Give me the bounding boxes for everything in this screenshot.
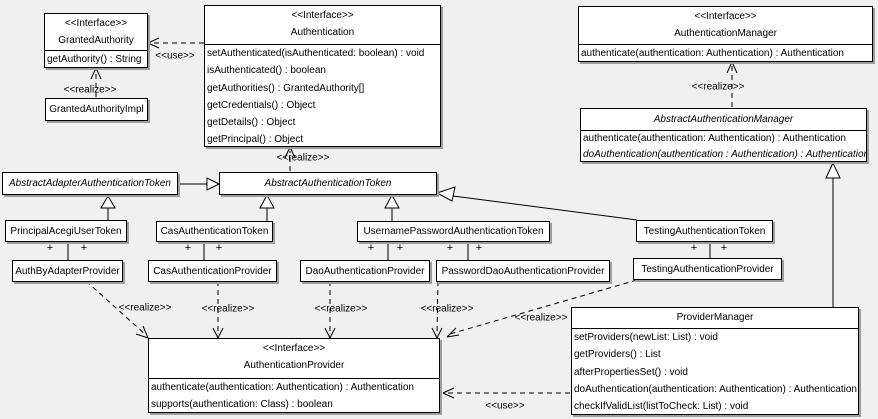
class-authentication-manager: <<Interface>> AuthenticationManager auth… [578, 6, 873, 62]
realize-arrow-testingauthenticationprovider [446, 279, 638, 338]
class-cas-authentication-provider: CasAuthenticationProvider [148, 260, 277, 282]
method: getCredentials() : Object [207, 99, 316, 111]
association-end-marker: + [46, 242, 54, 254]
stereotype-label: <<Interface>> [291, 10, 354, 21]
class-password-dao-authentication-provider: PasswordDaoAuthenticationProvider [436, 260, 610, 282]
association-end-marker: + [80, 242, 88, 254]
realize-arrow-casauthenticationprovider [212, 281, 224, 339]
method: getAuthority() : String [47, 54, 142, 65]
method: checkIfValidList(listToCheck: List) : vo… [574, 401, 749, 413]
realize-arrow-daoauthenticationprovider [324, 281, 336, 339]
method: isAuthenticated() : boolean [207, 65, 326, 77]
association-end-marker: + [446, 242, 454, 254]
realize-label: <<realize>> [314, 303, 368, 315]
class-name: AuthByAdapterProvider [15, 265, 120, 277]
generalization-providermanager [825, 161, 841, 307]
generalization-usernamepasswordtoken [384, 193, 400, 221]
class-name: AbstractAuthenticationToken [264, 178, 392, 189]
class-testing-authentication-provider: TestingAuthenticationProvider [633, 258, 782, 280]
method: getPrincipal() : Object [207, 134, 304, 146]
use-arrow-providermanager-to-authenticationprovider [442, 387, 570, 399]
realize-arrow-authbyadapterprovider [85, 280, 149, 339]
class-abstract-authentication-token: AbstractAuthenticationToken [219, 172, 437, 195]
method: getAuthorities() : GrantedAuthority[] [207, 82, 365, 94]
method: authenticate(authentication: Authenticat… [583, 133, 846, 144]
class-name: TestingAuthenticationToken [643, 225, 766, 237]
method: doAuthentication(authentication: Authent… [574, 383, 857, 395]
realize-label: <<realize>> [420, 303, 474, 315]
association-end-marker: + [720, 242, 728, 254]
class-name: CasAuthenticationToken [160, 226, 269, 237]
method: getDetails() : Object [207, 117, 296, 129]
stereotype-label: <<Interface>> [64, 18, 128, 29]
realize-arrow-passworddaoauthenticationprovider [431, 280, 443, 339]
generalization-testingauthenticationtoken [435, 186, 638, 221]
class-testing-authentication-token: TestingAuthenticationToken [636, 220, 773, 242]
class-name: DaoAuthenticationProvider [305, 265, 425, 277]
class-authentication-provider: <<Interface>> AuthenticationProvider aut… [148, 338, 440, 413]
realize-label: <<realize>> [691, 81, 745, 93]
class-provider-manager: ProviderManager setProviders(newList: Li… [571, 307, 859, 415]
realize-arrow-abstractauthenticationmanager [726, 61, 738, 107]
stereotype-label: <<Interface>> [694, 11, 757, 22]
association-end-marker: + [690, 242, 698, 254]
association-end-marker: + [475, 242, 483, 254]
stereotype-label: <<Interface>> [262, 343, 326, 354]
method: setAuthenticated(isAuthenticated: boolea… [207, 48, 425, 59]
class-abstract-adapter-authentication-token: AbstractAdapterAuthenticationToken [2, 172, 178, 195]
class-abstract-authentication-manager: AbstractAuthenticationManager authentica… [580, 108, 867, 162]
class-name: PasswordDaoAuthenticationProvider [441, 265, 605, 277]
class-username-password-authentication-token: UsernamePasswordAuthenticationToken [357, 221, 550, 242]
class-granted-authority: <<Interface>> GrantedAuthority getAuthor… [44, 13, 148, 68]
realize-arrow-abstractauthenticationtoken [284, 146, 296, 171]
method: getProviders() : List [574, 349, 661, 361]
use-label: <<use>> [485, 400, 525, 412]
class-principal-acegi-user-token: PrincipalAcegiUserToken [5, 220, 127, 242]
method: authenticate(authentication: Authenticat… [581, 48, 844, 59]
class-name: GrantedAuthorityImpl [49, 104, 144, 115]
class-name: CasAuthenticationProvider [153, 265, 272, 277]
class-name: Authentication [290, 27, 355, 38]
method-abstract: doAuthentication(authentication : Authen… [583, 149, 866, 160]
realize-label: <<realize>> [118, 302, 172, 314]
generalization-adapter-token [178, 177, 221, 191]
realize-label: <<realize>> [63, 84, 117, 96]
use-arrow-authentication-to-grantedauthority [147, 37, 204, 49]
class-authentication: <<Interface>> Authentication setAuthenti… [204, 5, 441, 147]
method: supports(authentication: Class) : boolea… [151, 399, 333, 410]
class-name: UsernamePasswordAuthenticationToken [363, 226, 544, 237]
use-label: <<use>> [155, 50, 195, 62]
generalization-principalacegiusertoken [100, 195, 116, 220]
association-end-marker: + [367, 242, 375, 254]
class-granted-authority-impl: GrantedAuthorityImpl [45, 98, 148, 121]
class-name: GrantedAuthority [58, 35, 134, 46]
class-name: ProviderManager [676, 312, 754, 323]
class-name: AuthenticationManager [674, 28, 777, 39]
class-name: TestingAuthenticationProvider [641, 263, 774, 275]
association-end-marker: + [396, 242, 404, 254]
realize-label: <<realize>> [201, 303, 255, 315]
class-name: PrincipalAcegiUserToken [10, 225, 122, 237]
association-end-marker: + [184, 242, 192, 254]
realize-label: <<realize>> [276, 152, 330, 164]
class-name: AbstractAuthenticationManager [653, 114, 794, 125]
generalization-casauthenticationtoken [259, 193, 275, 221]
method: setProviders(newList: List) : void [574, 332, 718, 343]
method: afterPropertiesSet() : void [574, 366, 688, 378]
realize-label: <<realize>> [514, 312, 568, 324]
realize-arrow-grantedauthorityimpl [90, 67, 102, 97]
class-cas-authentication-token: CasAuthenticationToken [156, 221, 273, 242]
class-name: AuthenticationProvider [243, 360, 345, 371]
class-name: AbstractAdapterAuthenticationToken [9, 178, 171, 189]
association-end-marker: + [215, 242, 223, 254]
method: authenticate(authentication: Authenticat… [151, 382, 414, 393]
class-auth-by-adapter-provider: AuthByAdapterProvider [12, 260, 123, 282]
class-dao-authentication-provider: DaoAuthenticationProvider [300, 260, 430, 282]
